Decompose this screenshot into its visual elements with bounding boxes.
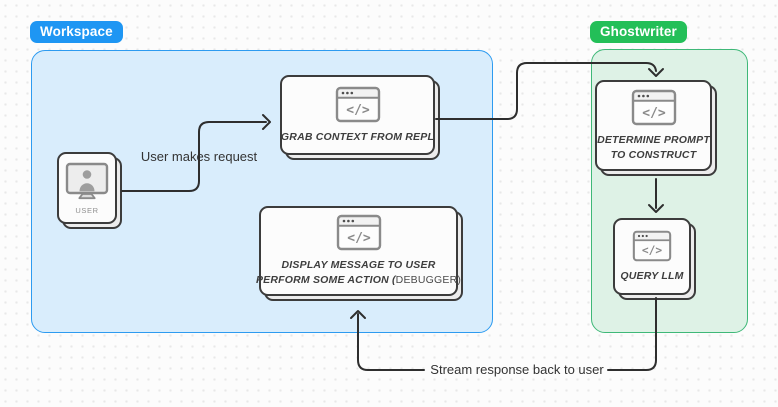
edge-label-user-request: User makes request <box>140 149 258 164</box>
edge-label-stream-response: Stream response back to user <box>430 362 604 377</box>
code-window-icon: </> <box>336 215 381 251</box>
display-message-line1: DISPLAY MESSAGE TO USER <box>281 259 436 272</box>
node-query-llm: </> QUERY LLM <box>613 218 691 295</box>
node-query-llm-label: QUERY LLM <box>620 269 684 282</box>
code-window-icon: </> <box>335 86 380 122</box>
node-grab-context-label: GRAB CONTEXT FROM REPL <box>280 130 435 143</box>
display-message-line2-italic: PERFORM SOME ACTION ( <box>255 274 396 286</box>
svg-text:</>: </> <box>347 231 371 246</box>
svg-text:</>: </> <box>642 106 666 121</box>
display-message-line2-plain: DEBUGGER) <box>395 274 462 286</box>
user-monitor-icon <box>65 162 109 199</box>
workspace-badge: Workspace <box>30 21 123 43</box>
node-display-message: </> DISPLAY MESSAGE TO USER PERFORM SOME… <box>256 206 461 296</box>
determine-prompt-line1: DETERMINE PROMPT <box>597 133 710 146</box>
node-grab-context: </> GRAB CONTEXT FROM REPL <box>280 75 435 155</box>
node-determine-prompt: </> DETERMINE PROMPT TO CONSTRUCT <box>595 80 712 171</box>
node-user: USER <box>57 152 117 224</box>
svg-text:</>: </> <box>642 244 663 257</box>
node-user-label: USER <box>75 205 99 215</box>
determine-prompt-line2: TO CONSTRUCT <box>610 148 697 161</box>
node-display-message-label: DISPLAY MESSAGE TO USER PERFORM SOME ACT… <box>256 258 461 287</box>
svg-text:</>: </> <box>346 103 370 118</box>
code-window-icon: </> <box>632 230 672 261</box>
code-window-icon: </> <box>631 89 676 126</box>
ghostwriter-badge: Ghostwriter <box>590 21 687 43</box>
node-determine-prompt-label: DETERMINE PROMPT TO CONSTRUCT <box>597 133 710 162</box>
